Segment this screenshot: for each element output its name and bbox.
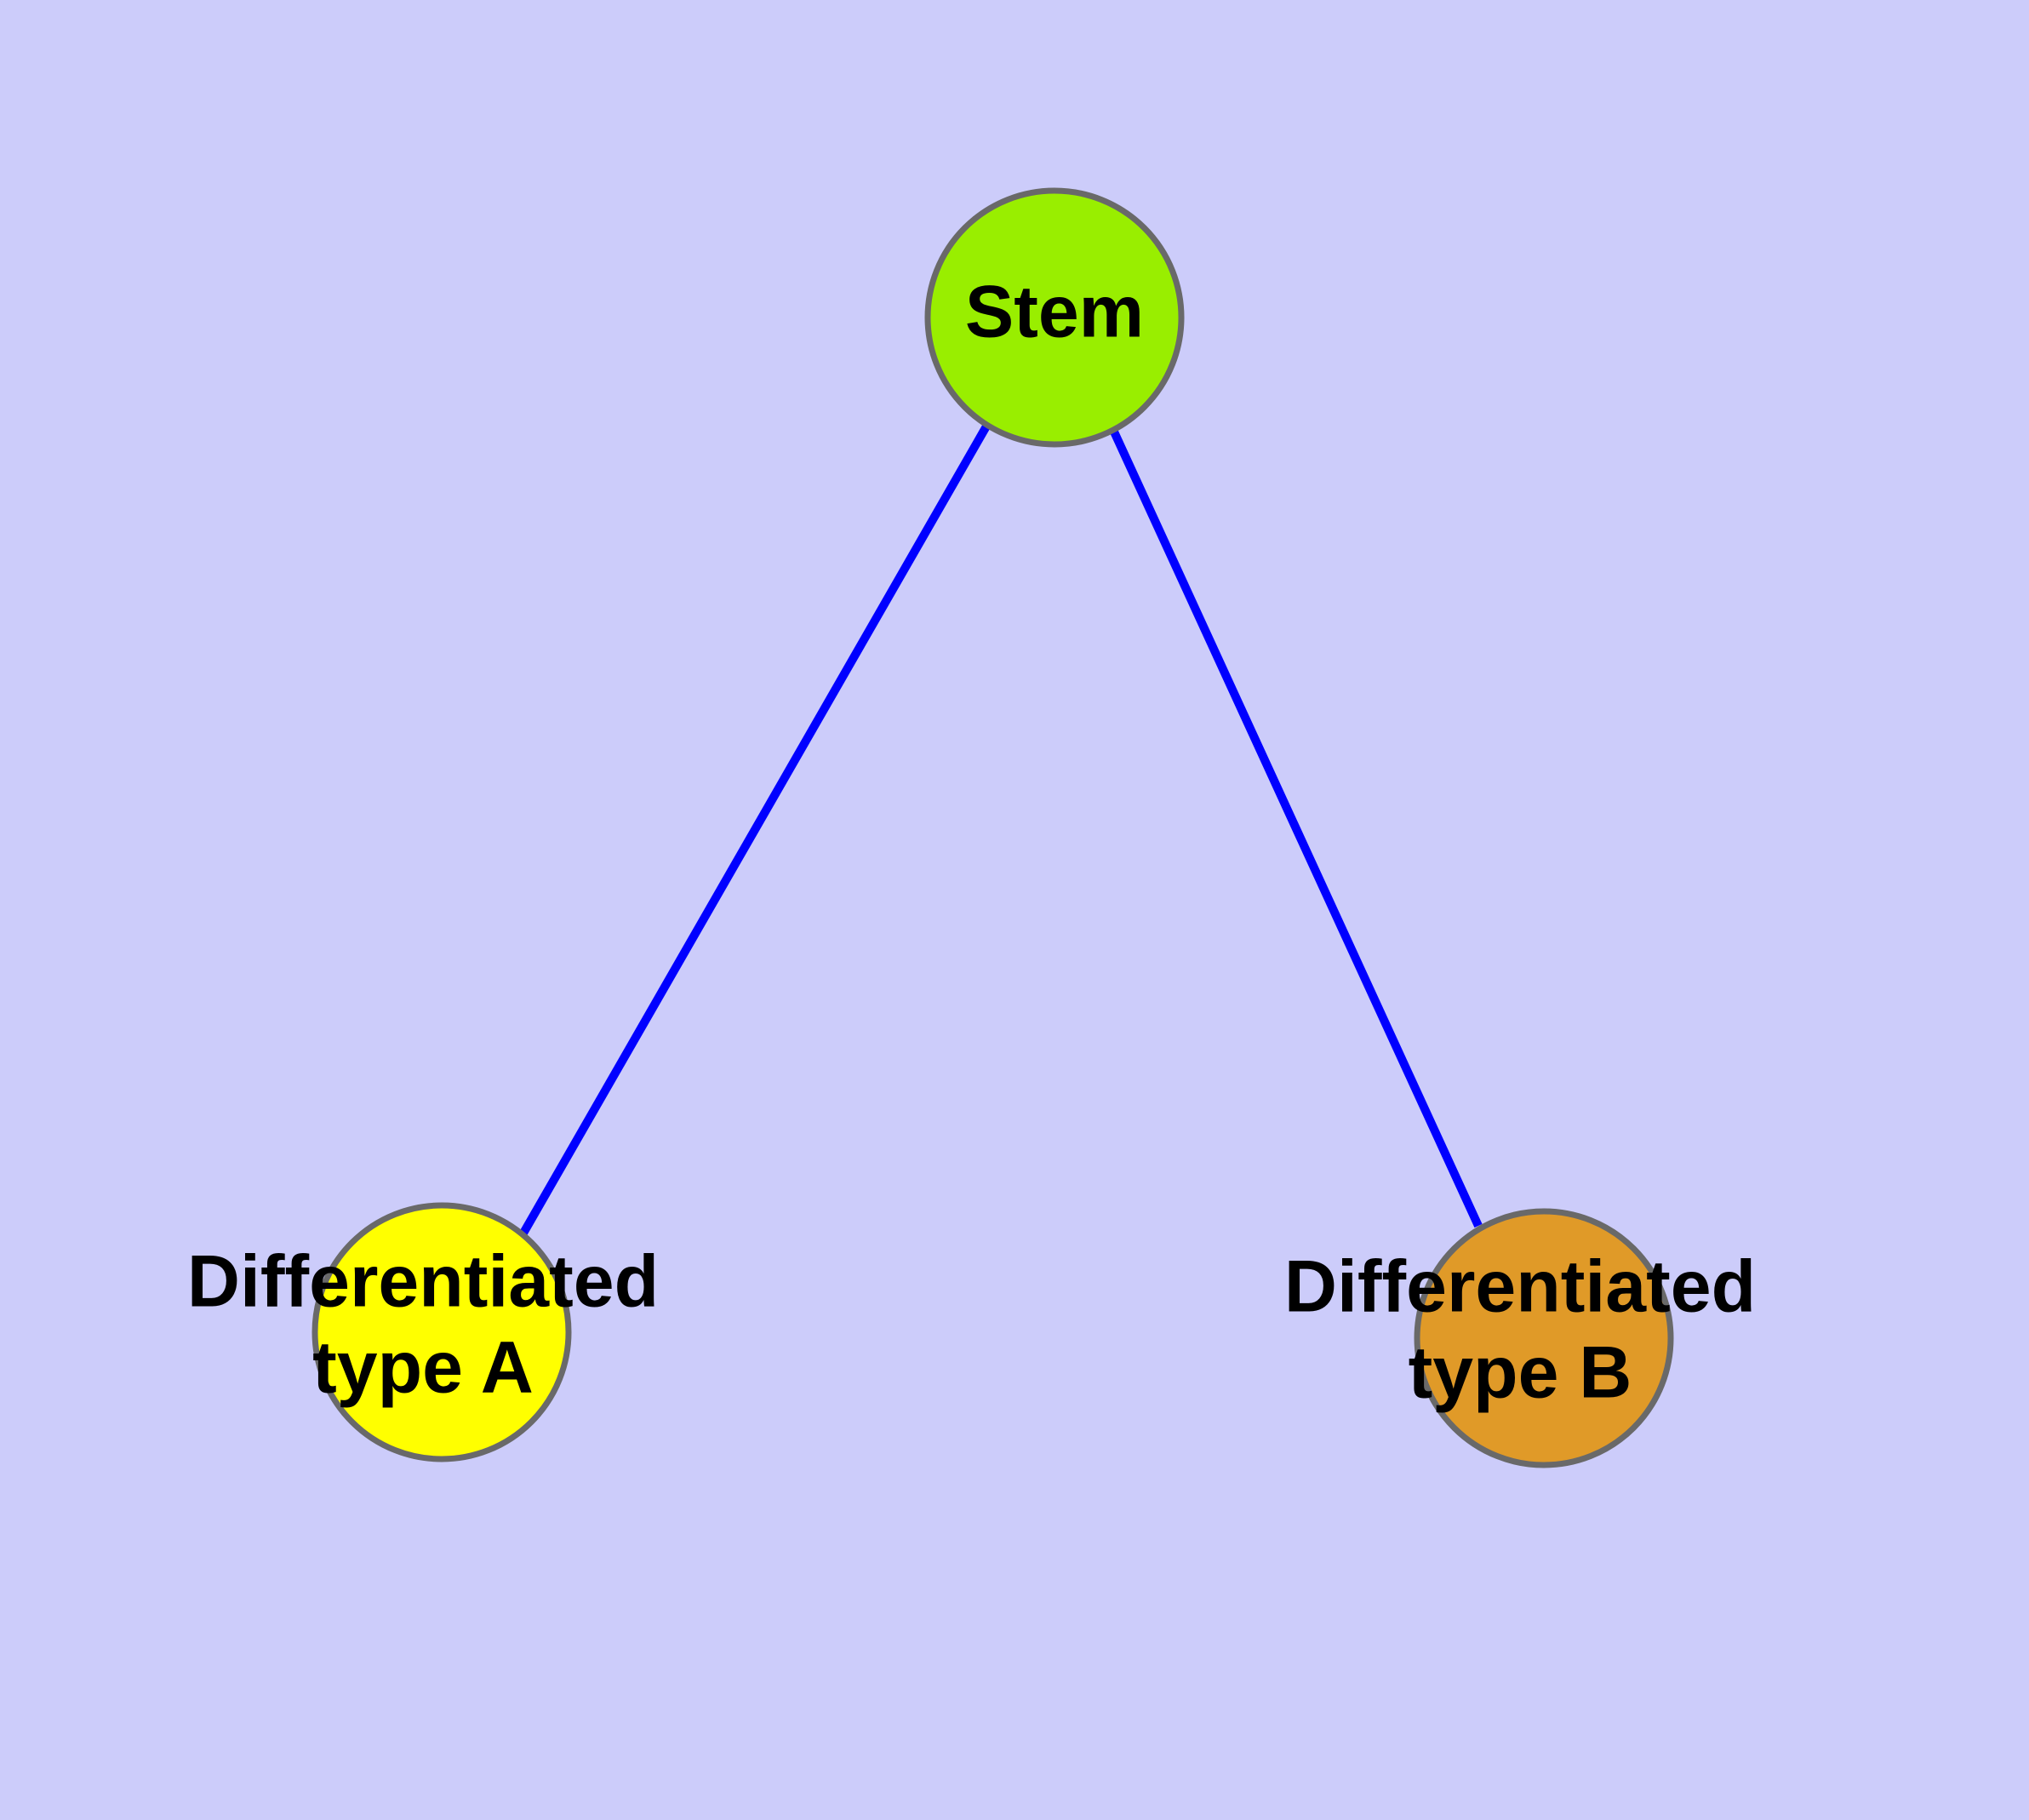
node-differentiated-type-b-label-line1: Differentiated: [1284, 1246, 1756, 1328]
node-differentiated-type-a-label-line2: type A: [312, 1327, 534, 1409]
node-differentiated-type-a[interactable]: Differentiated type A: [187, 1202, 659, 1462]
node-stem-circle[interactable]: [924, 187, 1185, 448]
edge-stem-to-type-b[interactable]: [1109, 427, 1483, 1228]
node-stem[interactable]: Stem: [924, 187, 1185, 448]
edge-stem-to-type-a[interactable]: [517, 422, 992, 1239]
node-differentiated-type-a-circle[interactable]: [311, 1202, 572, 1462]
node-differentiated-type-b[interactable]: Differentiated type B: [1284, 1208, 1756, 1468]
node-differentiated-type-a-label-line1: Differentiated: [187, 1241, 659, 1323]
node-differentiated-type-b-circle[interactable]: [1414, 1208, 1674, 1468]
node-differentiated-type-b-label-line2: type B: [1409, 1332, 1632, 1414]
node-stem-label-line1: Stem: [965, 272, 1144, 353]
edge-group: [517, 422, 1483, 1239]
